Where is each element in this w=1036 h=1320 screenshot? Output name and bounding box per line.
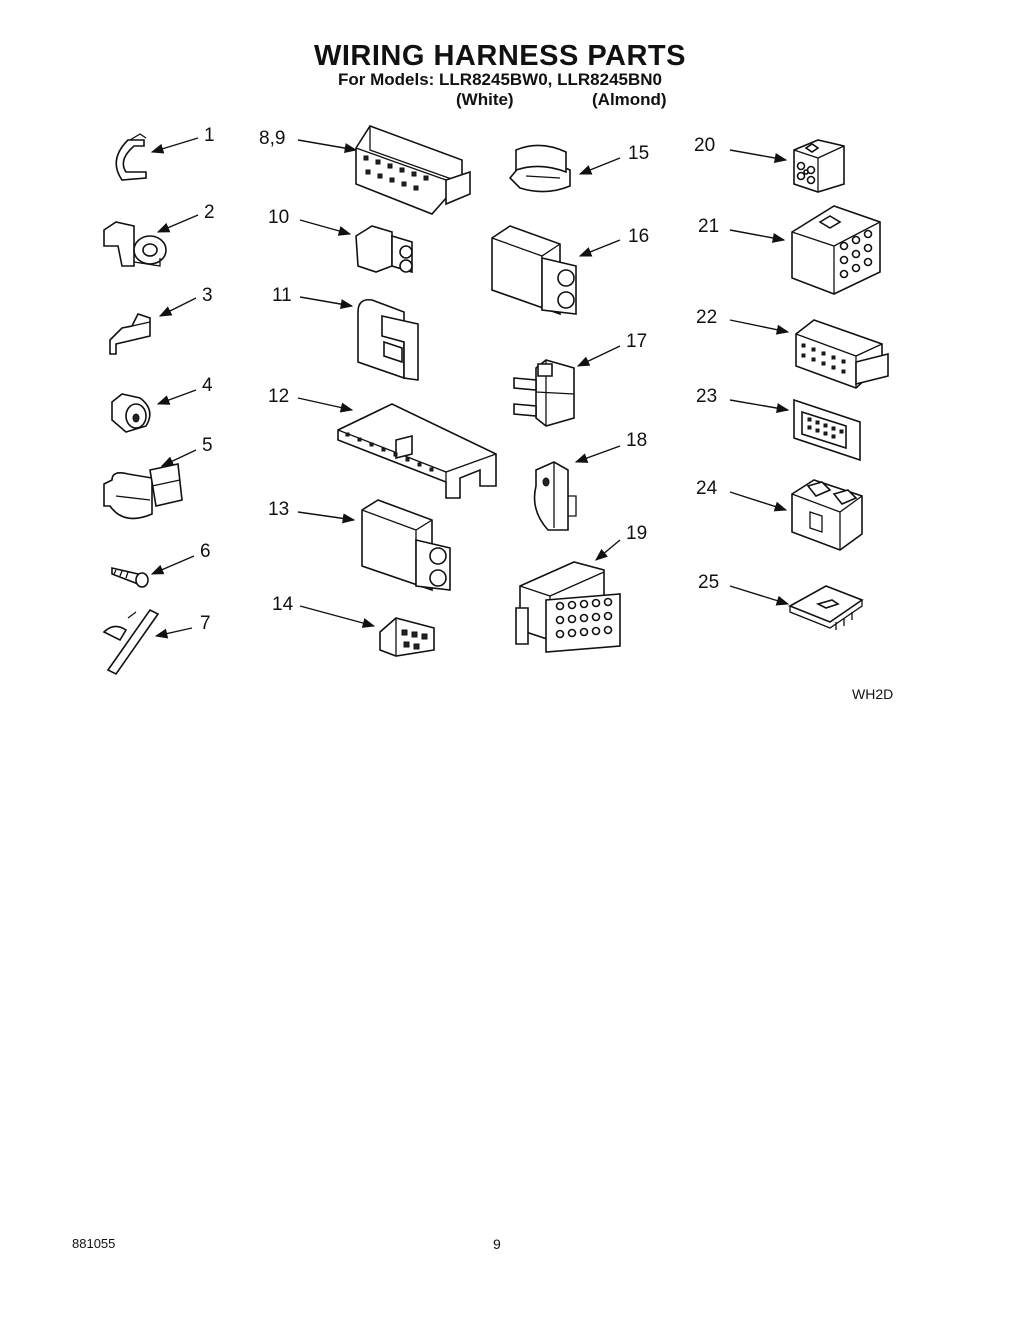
page-number: 9 xyxy=(493,1236,501,1252)
part-3: 3 xyxy=(109,285,213,355)
variant-almond: (Almond) xyxy=(592,90,667,109)
part-12: 12 xyxy=(268,386,497,499)
label-19: 19 xyxy=(626,523,647,544)
part-19: 19 xyxy=(515,523,647,653)
part-7: 7 xyxy=(102,608,211,676)
page-title: WIRING HARNESS PARTS xyxy=(314,40,686,72)
part-24: 24 xyxy=(696,478,863,551)
label-21: 21 xyxy=(698,216,719,237)
label-13: 13 xyxy=(268,499,289,520)
diagram-code: WH2D xyxy=(852,686,894,702)
label-23: 23 xyxy=(696,386,717,407)
label-2: 2 xyxy=(204,202,215,223)
models-line: For Models: LLR8245BW0, LLR8245BN0 xyxy=(337,70,662,89)
variant-white: (White) xyxy=(456,90,514,109)
part-16: 16 xyxy=(491,225,649,316)
part-15: 15 xyxy=(508,143,649,193)
label-15: 15 xyxy=(628,143,649,164)
part-4: 4 xyxy=(111,375,213,433)
part-10: 10 xyxy=(268,207,413,274)
part-25: 25 xyxy=(698,572,864,630)
label-1: 1 xyxy=(204,125,215,146)
part-17: 17 xyxy=(513,331,647,427)
label-7: 7 xyxy=(200,613,211,634)
label-22: 22 xyxy=(696,307,717,328)
label-6: 6 xyxy=(200,541,211,562)
label-11: 11 xyxy=(272,285,292,306)
part-14: 14 xyxy=(272,594,435,657)
part-18: 18 xyxy=(533,430,647,531)
label-14: 14 xyxy=(272,594,294,615)
label-5: 5 xyxy=(202,435,213,456)
label-24: 24 xyxy=(696,478,718,499)
label-8-9: 8,9 xyxy=(259,128,285,149)
label-4: 4 xyxy=(202,375,213,396)
part-21: 21 xyxy=(698,205,881,295)
label-10: 10 xyxy=(268,207,289,228)
part-6: 6 xyxy=(111,541,211,588)
label-12: 12 xyxy=(268,386,289,407)
label-16: 16 xyxy=(628,226,649,247)
part-1: 1 xyxy=(115,125,215,181)
part-22: 22 xyxy=(696,307,889,389)
part-20: 20 xyxy=(694,135,845,193)
label-18: 18 xyxy=(626,430,647,451)
label-25: 25 xyxy=(698,572,719,593)
part-2: 2 xyxy=(103,202,215,267)
part-5: 5 xyxy=(103,435,213,520)
label-20: 20 xyxy=(694,135,715,156)
label-3: 3 xyxy=(202,285,213,306)
part-13: 13 xyxy=(268,499,451,592)
part-11: 11 xyxy=(272,285,419,381)
part-8-9: 8,9 xyxy=(259,125,471,215)
document-number: 881055 xyxy=(72,1236,116,1251)
label-17: 17 xyxy=(626,331,647,352)
part-23: 23 xyxy=(696,386,861,462)
